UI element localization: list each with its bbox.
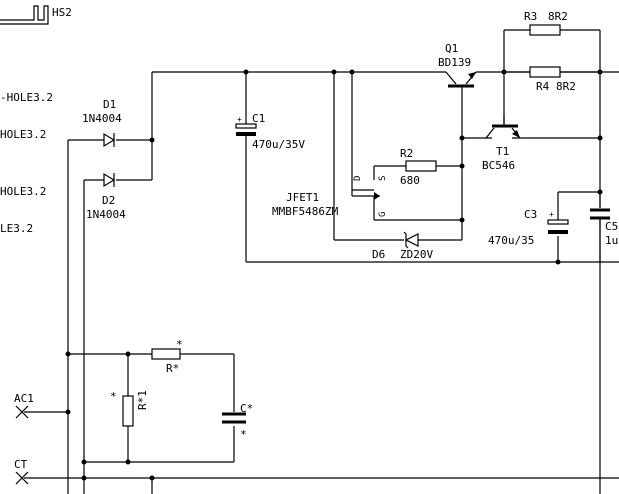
ct-label: CT xyxy=(14,458,28,471)
capacitor-c3: + C3 470u/35 xyxy=(488,208,569,247)
junctions xyxy=(65,69,603,481)
hole-label-1: -HOLE3.2 xyxy=(0,91,53,104)
hole-label-2: HOLE3.2 xyxy=(0,128,46,141)
d6-ref: D6 xyxy=(372,248,385,261)
d2-ref: D2 xyxy=(102,194,115,207)
d1-value: 1N4004 xyxy=(82,112,122,125)
r4-value: 8R2 xyxy=(556,80,576,93)
r-star1-ref: R*1 xyxy=(136,390,149,410)
resistor-r3: R3 8R2 xyxy=(524,10,568,36)
r2-value: 680 xyxy=(400,174,420,187)
resistor-r4: R4 8R2 xyxy=(529,66,576,93)
c5-value: 1u xyxy=(605,234,618,247)
c3-plus: + xyxy=(549,210,554,219)
ac1-label: AC1 xyxy=(14,392,34,405)
d2-value: 1N4004 xyxy=(86,208,126,221)
terminal-ac1: AC1 xyxy=(14,392,34,419)
zener-d6: D6 ZD20V xyxy=(372,231,433,261)
t1-value: BC546 xyxy=(482,159,515,172)
hole-label-3: HOLE3.2 xyxy=(0,185,46,198)
jfet-ref: JFET1 xyxy=(286,191,319,204)
r3-ref: R3 xyxy=(524,10,537,23)
transistor-q1: Q1 BD139 xyxy=(438,42,477,88)
diode-d1: D1 1N4004 xyxy=(82,98,122,148)
c-star-mark: * xyxy=(240,428,247,441)
diode-d2: D2 1N4004 xyxy=(86,172,126,221)
c5-ref: C5 xyxy=(605,220,618,233)
q1-ref: Q1 xyxy=(445,42,458,55)
terminal-ct: CT xyxy=(14,458,29,485)
c1-plus: + xyxy=(237,115,242,124)
d6-value: ZD20V xyxy=(400,248,433,261)
c1-value: 470u/35V xyxy=(252,138,305,151)
r-star-mark: * xyxy=(176,338,183,351)
capacitor-c-star: C* * xyxy=(222,402,253,441)
c3-value: 470u/35 xyxy=(488,234,534,247)
c3-ref: C3 xyxy=(524,208,537,221)
heatsink-hs2: HS2 xyxy=(0,5,72,25)
resistor-r-star1: * R*1 xyxy=(110,390,149,427)
transistor-t1: T1 BC546 xyxy=(482,114,521,172)
r2-ref: R2 xyxy=(400,147,413,160)
resistor-r2: R2 680 xyxy=(400,147,437,187)
capacitor-c1: + C1 470u/35V xyxy=(235,112,305,151)
r-star-ref: R* xyxy=(166,362,179,375)
hole-label-4: LE3.2 xyxy=(0,222,33,235)
resistor-r-star: * R* xyxy=(151,338,183,375)
c-star-ref: C* xyxy=(240,402,253,415)
r3-value: 8R2 xyxy=(548,10,568,23)
r4-ref: R4 xyxy=(536,80,550,93)
c1-ref: C1 xyxy=(252,112,265,125)
r-star1-mark: * xyxy=(110,390,117,403)
t1-ref: T1 xyxy=(496,145,509,158)
q1-value: BD139 xyxy=(438,56,471,69)
capacitor-c5: C5 1u xyxy=(590,208,619,247)
hs2-label: HS2 xyxy=(52,6,72,19)
jfet-s-pin: S xyxy=(378,176,388,181)
jfet-value: MMBF5486ZM xyxy=(272,205,339,218)
d1-ref: D1 xyxy=(103,98,116,111)
jfet-jfet1: D S G JFET1 MMBF5486ZM xyxy=(272,176,388,218)
jfet-g-pin: G xyxy=(378,212,388,217)
jfet-d-pin: D xyxy=(353,176,363,181)
